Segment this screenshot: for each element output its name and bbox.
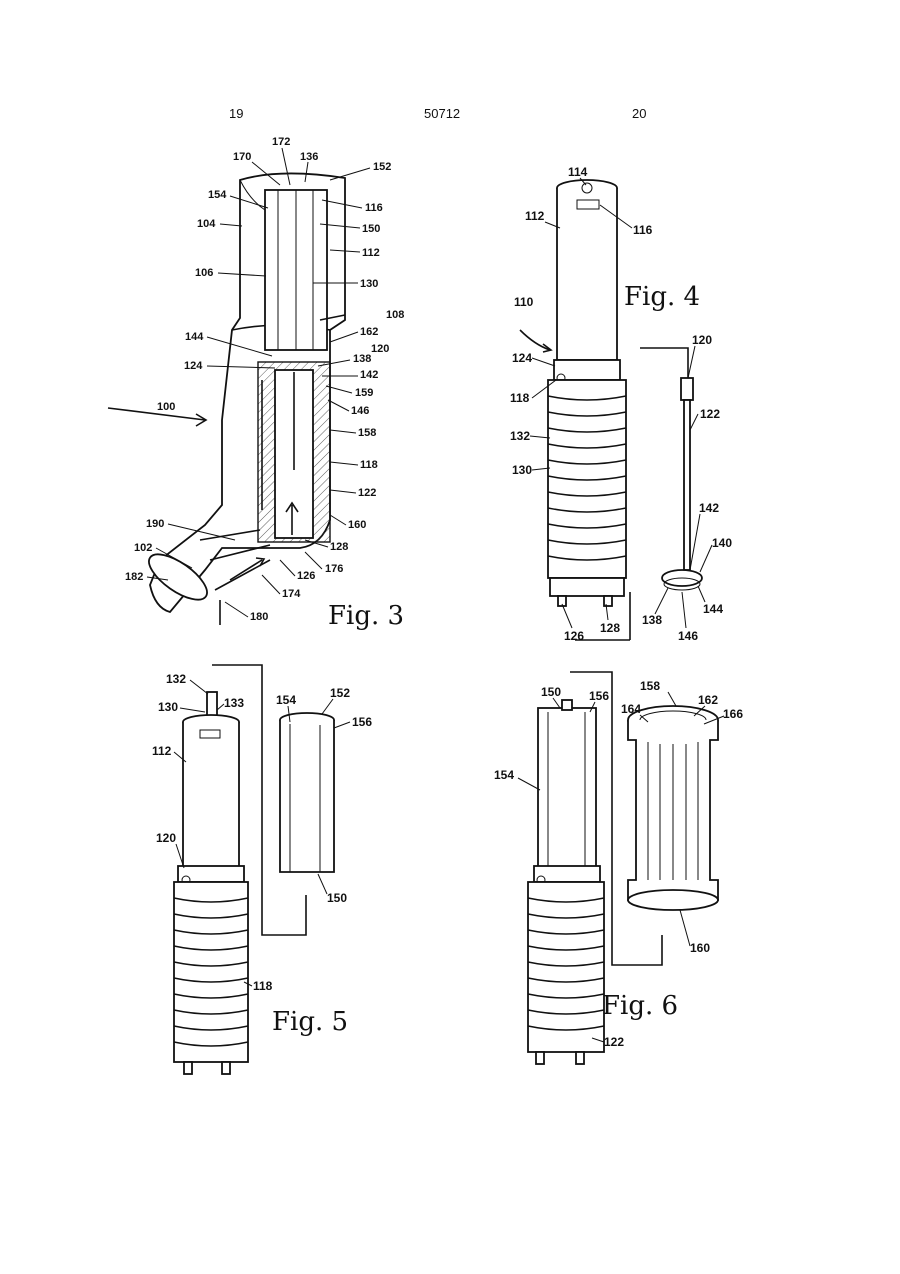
fig3-ref-label: 122 — [358, 487, 376, 499]
fig3-ref-label: 158 — [358, 427, 376, 439]
fig3-ref-label: 112 — [362, 247, 380, 259]
fig3-ref-label: 190 — [146, 518, 164, 530]
fig5-caption: Fig. 5 — [272, 1007, 348, 1037]
fig6-ref-label: 122 — [604, 1035, 624, 1049]
fig3-ref-label: 146 — [351, 405, 369, 417]
fig4-ref-label: 144 — [703, 602, 723, 616]
fig6-caption: Fig. 6 — [602, 991, 678, 1021]
figure-3: 172 170 136 152 154 104 116 150 112 106 … — [108, 136, 404, 631]
fig3-ref-label: 100 — [157, 401, 175, 413]
fig3-ref-label: 136 — [300, 151, 318, 163]
fig3-ref-label: 170 — [233, 151, 251, 163]
fig3-ref-label: 144 — [185, 331, 204, 343]
fig4-ref-label: 114 — [568, 165, 588, 179]
fig4-caption: Fig. 4 — [624, 282, 700, 312]
fig3-ref-label: 120 — [371, 343, 389, 355]
fig3-ref-label: 159 — [355, 387, 373, 399]
fig3-ref-label: 102 — [134, 542, 152, 554]
fig5-ref-label: 118 — [253, 979, 273, 993]
fig3-ref-label: 182 — [125, 571, 143, 583]
fig3-ref-label: 118 — [360, 459, 378, 471]
fig4-ref-label: 120 — [692, 333, 712, 347]
fig5-ref-label: 154 — [276, 693, 296, 707]
fig3-ref-label: 176 — [325, 563, 343, 575]
fig6-ref-label: 158 — [640, 679, 660, 693]
fig3-ref-label: 172 — [272, 136, 290, 148]
fig6-ref-label: 154 — [494, 768, 514, 782]
fig3-ref-label: 116 — [365, 202, 383, 214]
fig3-ref-label: 106 — [195, 267, 213, 279]
fig3-ref-label: 152 — [373, 161, 391, 173]
fig5-ref-label: 133 — [224, 696, 244, 710]
fig4-ref-label: 122 — [700, 407, 720, 421]
fig4-ref-label: 140 — [712, 536, 732, 550]
fig6-ref-label: 160 — [690, 941, 710, 955]
fig3-ref-label: 174 — [282, 588, 301, 600]
fig3-ref-label: 138 — [353, 353, 371, 365]
fig6-ref-label: 150 — [541, 685, 561, 699]
fig5-ref-label: 130 — [158, 700, 178, 714]
fig3-ref-label: 142 — [360, 369, 378, 381]
fig3-ref-label: 150 — [362, 223, 380, 235]
fig4-ref-label: 138 — [642, 613, 662, 627]
fig4-ref-label: 130 — [512, 463, 532, 477]
fig4-ref-label: 128 — [600, 621, 620, 635]
fig4-ref-label: 142 — [699, 501, 719, 515]
figure-6: 150 156 158 162 164 166 154 160 122 — [494, 672, 743, 1064]
fig4-ref-label: 116 — [633, 223, 653, 237]
fig4-ref-label: 132 — [510, 429, 530, 443]
fig3-ref-label: 154 — [208, 189, 227, 201]
fig4-ref-label: 124 — [512, 351, 532, 365]
fig3-ref-label: 130 — [360, 278, 378, 290]
fig4-ref-label: 112 — [525, 209, 545, 223]
fig5-ref-label: 150 — [327, 891, 347, 905]
fig5-ref-label: 152 — [330, 686, 350, 700]
fig5-ref-label: 120 — [156, 831, 176, 845]
fig3-ref-label: 128 — [330, 541, 348, 553]
fig3-ref-label: 126 — [297, 570, 315, 582]
fig3-ref-label: 180 — [250, 611, 268, 623]
fig4-ref-label: 146 — [678, 629, 698, 643]
fig3-ref-label: 104 — [197, 218, 216, 230]
fig6-ref-label: 156 — [589, 689, 609, 703]
fig4-ref-label: 110 — [514, 295, 534, 309]
fig4-ref-label: 126 — [564, 629, 584, 643]
fig5-ref-label: 156 — [352, 715, 372, 729]
fig3-ref-label: 108 — [386, 309, 404, 321]
fig6-ref-label: 164 — [621, 702, 641, 716]
fig3-ref-label: 124 — [184, 360, 203, 372]
fig6-ref-label: 162 — [698, 693, 718, 707]
fig5-ref-label: 112 — [152, 744, 172, 758]
fig3-ref-label: 162 — [360, 326, 378, 338]
figure-4: 114 112 116 110 120 124 118 122 132 130 … — [510, 165, 732, 643]
fig3-ref-label: 160 — [348, 519, 366, 531]
fig4-ref-label: 118 — [510, 391, 530, 405]
fig5-ref-label: 132 — [166, 672, 186, 686]
fig3-caption: Fig. 3 — [328, 601, 404, 631]
figure-5: 132 130 133 112 154 152 156 120 150 118 — [152, 665, 372, 1074]
fig6-ref-label: 166 — [723, 707, 743, 721]
